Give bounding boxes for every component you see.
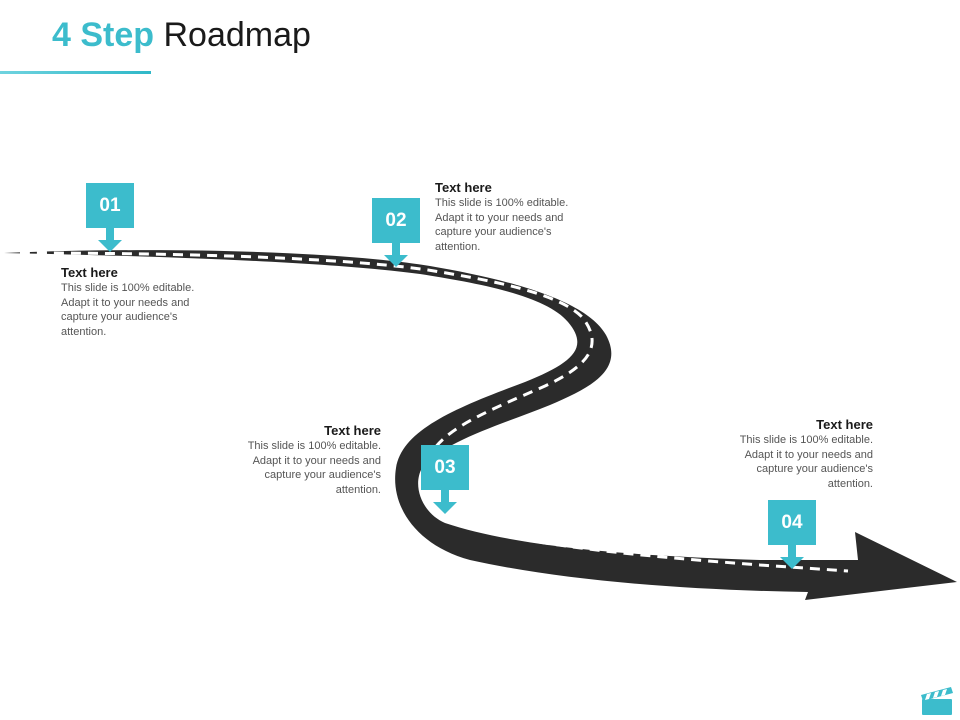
- title-rest: Roadmap: [163, 16, 311, 54]
- step-description: This slide is 100% editable. Adapt it to…: [739, 434, 873, 490]
- road-body: [4, 250, 957, 600]
- step-heading: Text here: [816, 417, 873, 432]
- step-marker-01: 01: [86, 183, 134, 252]
- step-heading: Text here: [61, 265, 118, 280]
- marker-arrow-down-icon: [384, 255, 408, 267]
- marker-stem: [788, 545, 796, 557]
- marker-arrow-down-icon: [98, 240, 122, 252]
- marker-stem: [392, 243, 400, 255]
- step-marker-03: 03: [421, 445, 469, 514]
- step-description: This slide is 100% editable. Adapt it to…: [247, 440, 381, 496]
- step-text-03: Text here This slide is 100% editable. A…: [246, 423, 381, 497]
- step-number-01: 01: [86, 183, 134, 228]
- marker-arrow-down-icon: [433, 502, 457, 514]
- marker-stem: [441, 490, 449, 502]
- marker-stem: [106, 228, 114, 240]
- page-title: 4 Step Roadmap: [52, 14, 311, 56]
- step-marker-04: 04: [768, 500, 816, 569]
- step-text-01: Text here This slide is 100% editable. A…: [61, 265, 196, 339]
- step-number-02: 02: [372, 198, 420, 243]
- road-centerline: [19, 251, 849, 573]
- step-number-03: 03: [421, 445, 469, 490]
- step-marker-02: 02: [372, 198, 420, 267]
- step-number-04: 04: [768, 500, 816, 545]
- clapperboard-icon: [921, 687, 953, 715]
- step-text-04: Text here This slide is 100% editable. A…: [738, 417, 873, 491]
- title-accent: 4 Step: [52, 16, 155, 54]
- step-description: This slide is 100% editable. Adapt it to…: [61, 282, 195, 338]
- marker-arrow-down-icon: [780, 557, 804, 569]
- title-underline: [0, 71, 151, 74]
- step-text-02: Text here This slide is 100% editable. A…: [435, 180, 570, 254]
- step-heading: Text here: [324, 423, 381, 438]
- step-heading: Text here: [435, 180, 492, 195]
- step-description: This slide is 100% editable. Adapt it to…: [435, 197, 569, 253]
